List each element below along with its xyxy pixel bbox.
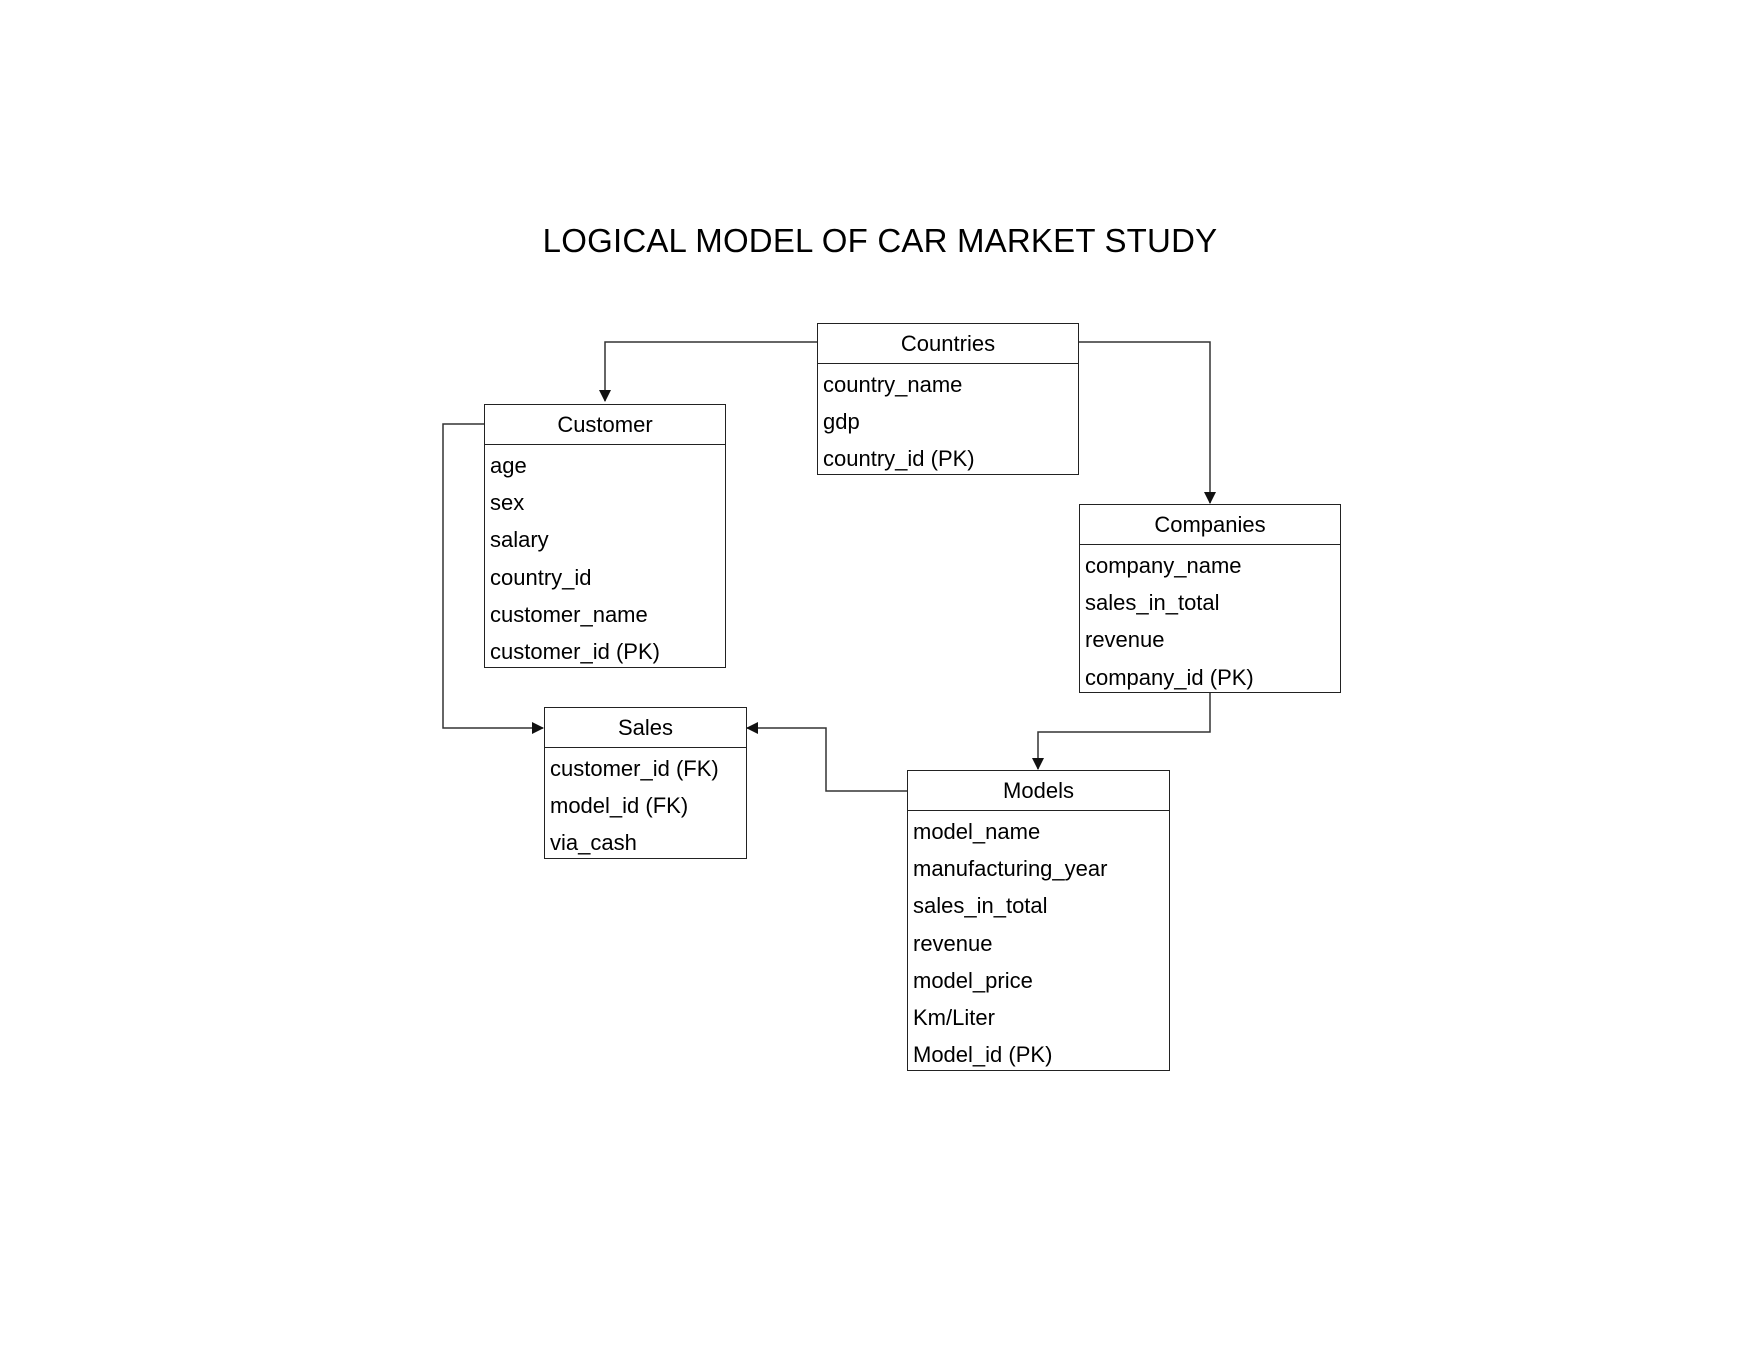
attribute: country_id (PK) <box>823 446 975 472</box>
entity-sales[interactable]: Sales customer_id (FK) model_id (FK) via… <box>544 707 747 859</box>
entity-sales-header: Sales <box>545 708 746 748</box>
edge-customer-sales <box>442 423 544 734</box>
attribute: sex <box>490 490 525 516</box>
attribute: company_name <box>1085 553 1242 578</box>
attribute: model_id (FK) <box>550 793 689 819</box>
attribute: manufacturing_year <box>913 856 1108 882</box>
attribute: company_id (PK) <box>1085 664 1254 690</box>
entity-countries[interactable]: Countries country_name gdp country_id (P… <box>817 323 1079 475</box>
attribute: country_id <box>490 564 592 590</box>
attribute: customer_id (FK) <box>550 756 719 781</box>
edge-countries-customer <box>599 341 817 402</box>
attribute: via_cash <box>550 830 637 856</box>
edge-companies-models <box>1032 693 1211 770</box>
entity-models-header: Models <box>908 771 1169 811</box>
attribute: sales_in_total <box>913 893 1048 919</box>
attribute: gdp <box>823 409 860 435</box>
edge-models-sales <box>746 722 907 792</box>
attribute: salary <box>490 527 549 553</box>
edge-countries-companies <box>1079 341 1216 504</box>
attribute: sales_in_total <box>1085 590 1220 616</box>
attribute: Km/Liter <box>913 1004 995 1030</box>
entity-models[interactable]: Models model_name manufacturing_year sal… <box>907 770 1170 1071</box>
entity-countries-header: Countries <box>818 324 1078 364</box>
attribute: age <box>490 453 527 478</box>
attribute: customer_id (PK) <box>490 638 660 664</box>
attribute: country_name <box>823 372 963 397</box>
attribute: Model_id (PK) <box>913 1042 1053 1068</box>
attribute: revenue <box>1085 627 1165 653</box>
attribute: model_name <box>913 819 1041 844</box>
attribute: revenue <box>913 930 993 956</box>
entity-customer[interactable]: Customer age sex salary country_id custo… <box>484 404 726 668</box>
entity-companies-header: Companies <box>1080 505 1340 545</box>
attribute: model_price <box>913 967 1033 993</box>
diagram-title: LOGICAL MODEL OF CAR MARKET STUDY <box>542 222 1218 259</box>
entity-customer-header: Customer <box>485 405 725 445</box>
attribute: customer_name <box>490 601 648 627</box>
entity-companies[interactable]: Companies company_name sales_in_total re… <box>1079 504 1341 693</box>
